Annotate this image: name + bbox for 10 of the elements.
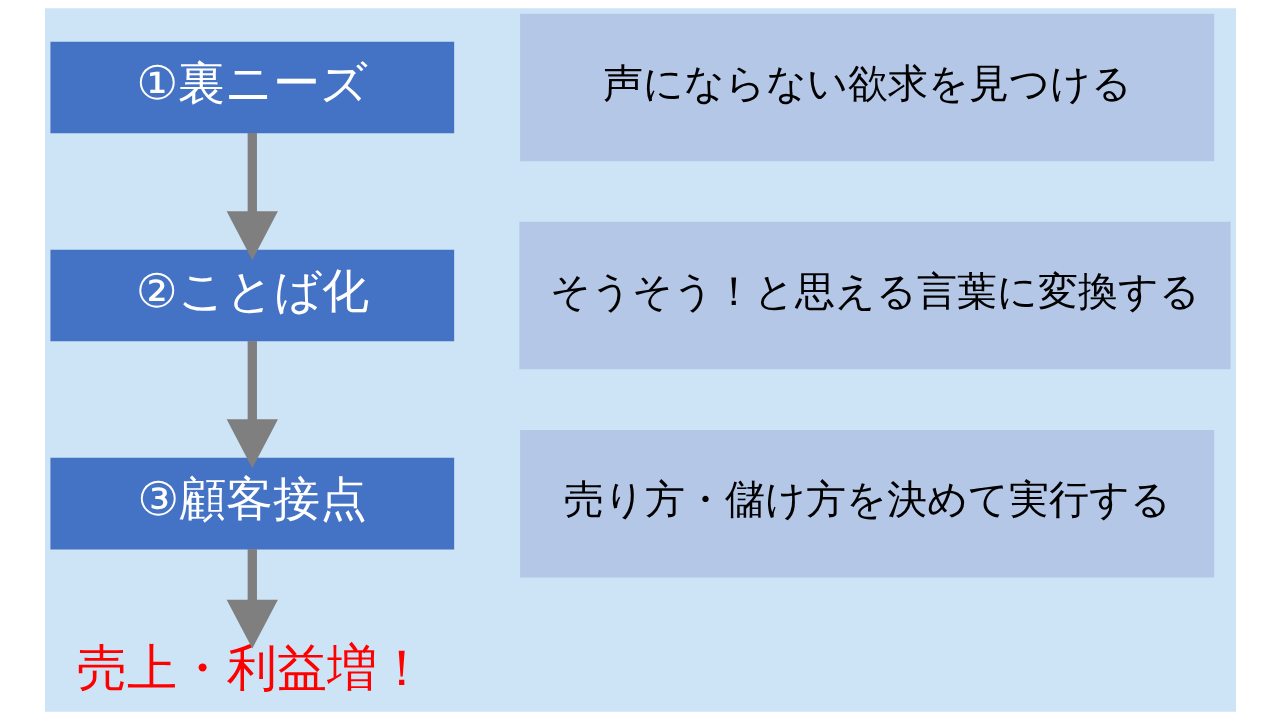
arrow	[226, 341, 278, 469]
node-box: ①裏ニーズ	[49, 41, 454, 134]
node-box: 売り方・儲け方を決めて実行する	[519, 429, 1214, 578]
node-box: ③顧客接点	[49, 457, 454, 550]
node-box: そうそう！と思える言葉に変換する	[518, 221, 1231, 370]
node-text: 売上・利益増！	[76, 638, 427, 697]
node-box: ②ことば化	[49, 249, 454, 342]
node-box: 声にならない欲求を見つける	[519, 13, 1214, 162]
arrow	[226, 133, 278, 261]
arrow	[226, 549, 278, 649]
